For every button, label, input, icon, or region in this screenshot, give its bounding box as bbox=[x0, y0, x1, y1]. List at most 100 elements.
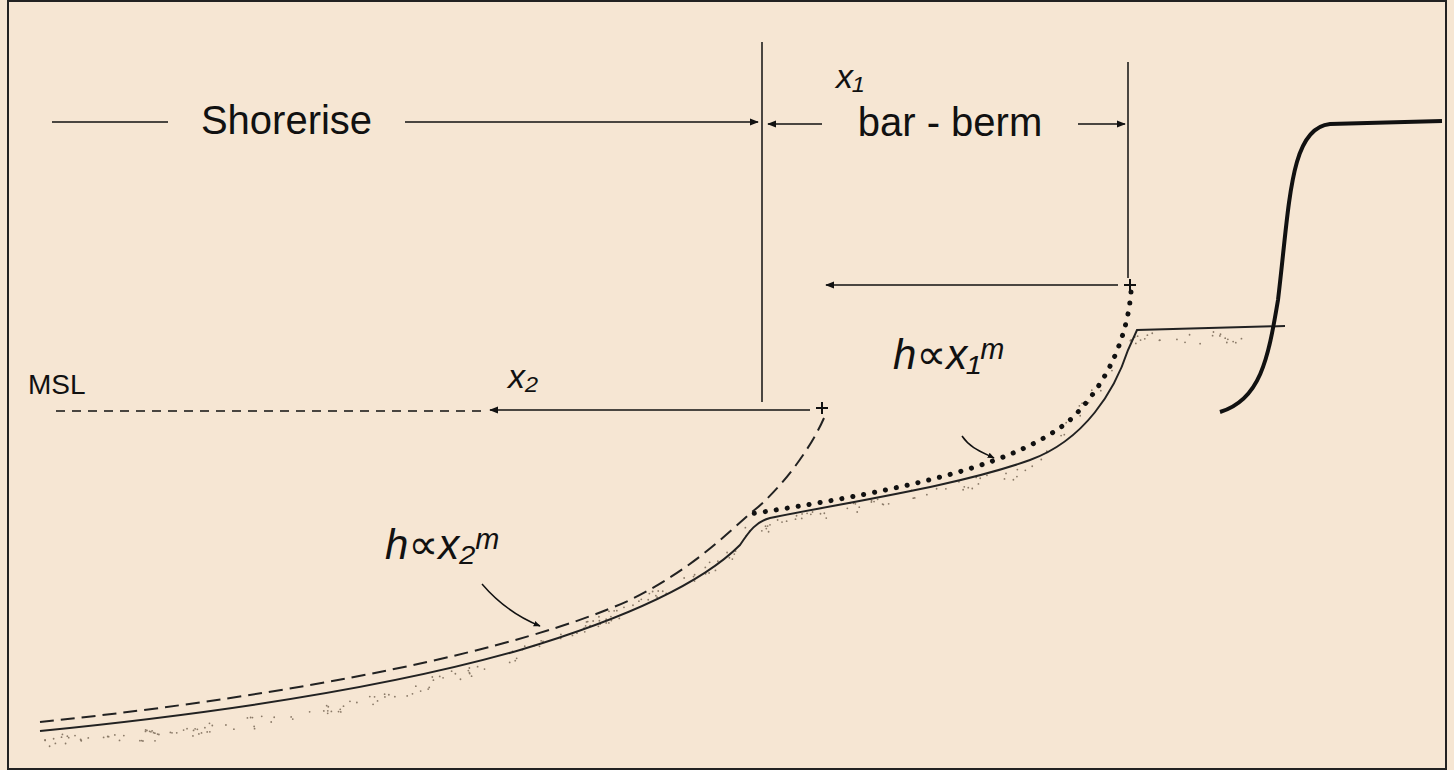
sand-dot bbox=[657, 590, 659, 592]
sand-dot bbox=[717, 560, 719, 562]
sand-dot bbox=[652, 591, 654, 593]
sand-dot bbox=[587, 621, 589, 623]
sand-dot bbox=[80, 739, 82, 741]
sand-dot bbox=[327, 706, 329, 708]
sand-dot bbox=[912, 497, 914, 499]
sand-dot bbox=[1016, 469, 1018, 471]
sand-dot bbox=[962, 489, 964, 491]
sand-dot bbox=[80, 740, 82, 742]
sand-dot bbox=[477, 666, 479, 668]
sand-dot bbox=[412, 693, 414, 695]
sand-dot bbox=[882, 504, 884, 506]
axis-arrow bbox=[826, 284, 1118, 286]
sand-dot bbox=[1235, 342, 1237, 344]
sand-dot bbox=[66, 735, 68, 737]
sand-dot bbox=[540, 640, 542, 642]
sand-dot bbox=[171, 732, 173, 734]
sand-dot bbox=[572, 634, 574, 636]
sand-dot bbox=[119, 740, 121, 742]
sand-dot bbox=[323, 710, 325, 712]
sand-dot bbox=[192, 735, 194, 737]
sand-dot bbox=[610, 616, 612, 618]
sand-dot bbox=[608, 622, 610, 624]
sand-dot bbox=[524, 645, 526, 647]
sand-dot bbox=[1100, 390, 1102, 392]
sand-dot bbox=[640, 598, 642, 600]
sand-dot bbox=[108, 736, 110, 738]
sand-dot bbox=[1227, 338, 1229, 340]
sand-dot bbox=[777, 519, 779, 521]
sand-dot bbox=[647, 599, 649, 601]
sand-dot bbox=[343, 705, 345, 707]
sand-dot bbox=[733, 553, 735, 555]
sand-dot bbox=[431, 676, 433, 678]
sand-dot bbox=[176, 732, 178, 734]
sand-dot bbox=[1065, 422, 1067, 424]
sand-dot bbox=[936, 488, 938, 490]
sand-dot bbox=[1004, 478, 1006, 480]
sand-dot bbox=[53, 738, 55, 740]
sand-dot bbox=[871, 501, 873, 503]
sand-dot bbox=[372, 703, 374, 705]
sand-dot bbox=[451, 670, 453, 672]
sand-dot bbox=[598, 620, 600, 622]
sand-dot bbox=[169, 732, 171, 734]
sand-dot bbox=[469, 673, 471, 675]
sand-dot bbox=[854, 503, 856, 505]
sand-dot bbox=[292, 718, 294, 720]
sand-dot bbox=[877, 498, 879, 500]
sand-dot bbox=[340, 711, 342, 713]
sand-dot bbox=[107, 736, 109, 738]
zone-boundary bbox=[1127, 62, 1129, 278]
sand-dot bbox=[139, 740, 141, 742]
sand-dot bbox=[1081, 402, 1083, 404]
axis-arrow bbox=[490, 409, 810, 411]
origin-mark bbox=[1124, 279, 1136, 291]
sand-dot bbox=[986, 474, 988, 476]
sand-dot bbox=[427, 688, 429, 690]
axis-label: x₂ bbox=[508, 358, 538, 395]
dimension-arrow bbox=[405, 121, 758, 123]
sand-dot bbox=[290, 716, 292, 718]
sand-dot bbox=[963, 486, 965, 488]
sand-dot bbox=[1219, 335, 1221, 337]
sand-dot bbox=[273, 716, 275, 718]
sand-dot bbox=[406, 695, 408, 697]
sand-dot bbox=[1144, 338, 1146, 340]
sand-dot bbox=[468, 667, 470, 669]
dimension-arrow bbox=[768, 123, 822, 125]
sand-dot bbox=[1063, 434, 1065, 436]
sand-stipple bbox=[44, 331, 1242, 747]
sand-dot bbox=[796, 515, 798, 517]
sand-dot bbox=[781, 521, 783, 523]
sand-dot bbox=[1151, 332, 1153, 334]
sand-dot bbox=[146, 729, 148, 731]
zone-label: Shorerise bbox=[201, 98, 372, 142]
sand-dot bbox=[613, 610, 615, 612]
sand-dot bbox=[270, 721, 272, 723]
sand-dot bbox=[330, 711, 332, 713]
sand-dot bbox=[439, 676, 441, 678]
sand-dot bbox=[708, 572, 710, 574]
sand-dot bbox=[873, 501, 875, 503]
sand-dot bbox=[514, 660, 516, 662]
sand-dot bbox=[1241, 338, 1243, 340]
sand-dot bbox=[858, 506, 860, 508]
equation-label: h∝x₂ᵐ bbox=[385, 522, 496, 568]
sand-dot bbox=[731, 558, 733, 560]
sand-dot bbox=[247, 717, 249, 719]
sand-dot bbox=[65, 743, 67, 745]
sand-dot bbox=[349, 700, 351, 702]
sand-dot bbox=[196, 728, 198, 730]
sand-dot bbox=[1199, 343, 1201, 345]
sand-dot bbox=[145, 731, 147, 733]
sand-dot bbox=[484, 668, 486, 670]
sand-dot bbox=[1111, 370, 1113, 372]
sand-dot bbox=[233, 728, 235, 730]
sand-dot bbox=[825, 517, 827, 519]
sand-dot bbox=[846, 507, 848, 509]
sand-dot bbox=[810, 513, 812, 515]
sand-dot bbox=[469, 672, 471, 674]
sand-dot bbox=[151, 730, 153, 732]
dimension-line bbox=[52, 121, 168, 123]
